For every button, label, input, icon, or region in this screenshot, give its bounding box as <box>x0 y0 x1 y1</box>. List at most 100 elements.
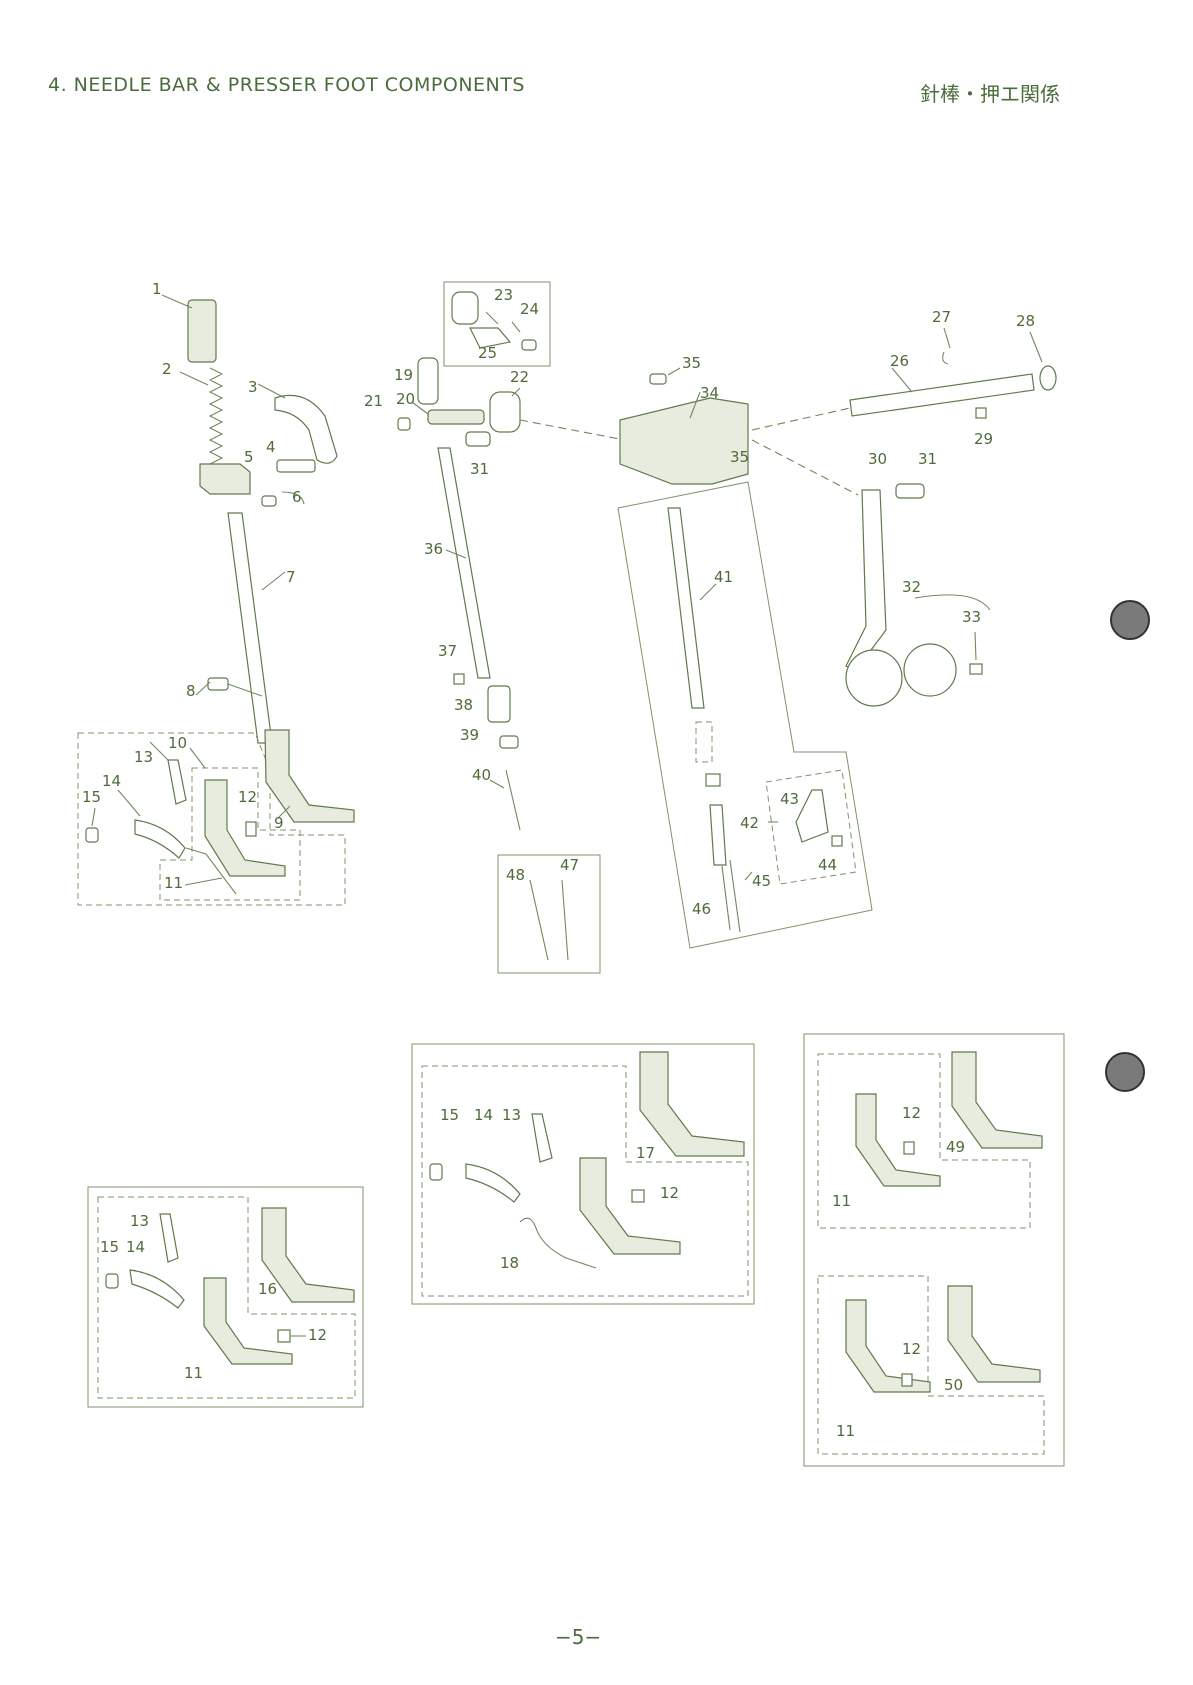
part-presser-foot-middle <box>580 1158 680 1254</box>
label-part-1: 1 <box>152 280 162 298</box>
label-part-11-br-bottom: 11 <box>836 1422 855 1440</box>
label-part-4: 4 <box>266 438 276 456</box>
part-47-needle <box>562 880 568 960</box>
label-part-6: 6 <box>292 488 302 506</box>
thread-take-up-spring <box>696 722 712 762</box>
label-part-13: 13 <box>134 748 153 766</box>
label-part-9: 9 <box>274 814 284 832</box>
page-number: −5− <box>555 1625 601 1649</box>
label-part-11-bl: 11 <box>184 1364 203 1382</box>
part-12-screw-bottom-left <box>278 1330 290 1342</box>
label-part-12-bm: 12 <box>660 1184 679 1202</box>
part-8-screw <box>208 678 228 690</box>
part-15-screw-bottom-left <box>106 1274 118 1288</box>
part-17-presser-foot <box>640 1052 744 1156</box>
part-15-screw-middle <box>430 1164 442 1180</box>
label-part-30: 30 <box>868 450 887 468</box>
part-41-bar <box>668 508 704 708</box>
part-4-pin <box>277 460 315 472</box>
label-part-5: 5 <box>244 448 254 466</box>
label-part-16: 16 <box>258 1280 277 1298</box>
part-27-clip <box>943 352 948 364</box>
part-19-sleeve <box>418 358 438 404</box>
label-part-11-br-top: 11 <box>832 1192 851 1210</box>
label-part-43: 43 <box>780 790 799 808</box>
label-part-25: 25 <box>478 344 497 362</box>
part-14-arm-middle <box>466 1164 520 1202</box>
label-part-14: 14 <box>102 772 121 790</box>
part-31-pin <box>466 432 490 446</box>
label-part-31-b: 31 <box>470 460 489 478</box>
label-part-41: 41 <box>714 568 733 586</box>
label-part-39: 39 <box>460 726 479 744</box>
label-part-13-bl: 13 <box>130 1212 149 1230</box>
part-49-presser-foot <box>952 1052 1042 1148</box>
part-1-adjust-screw <box>188 300 216 362</box>
label-part-11: 11 <box>164 874 183 892</box>
label-part-10: 10 <box>168 734 187 752</box>
part-32-eccentric-cam <box>904 644 956 696</box>
part-25-screw <box>522 340 536 350</box>
part-20-link <box>428 410 484 424</box>
label-part-35-b: 35 <box>730 448 749 466</box>
label-part-15-bm: 15 <box>440 1106 459 1124</box>
label-part-12-br-top: 12 <box>902 1104 921 1122</box>
part-31-pin-right <box>896 484 924 498</box>
part-3-lever <box>275 395 337 463</box>
label-part-8: 8 <box>186 682 196 700</box>
thread-guide-group <box>618 482 872 948</box>
label-part-50: 50 <box>944 1376 963 1394</box>
label-part-46: 46 <box>692 900 711 918</box>
label-part-48: 48 <box>506 866 525 884</box>
part-13-lever-bottom-left <box>160 1214 178 1262</box>
part-30-connecting-rod <box>846 490 886 670</box>
label-part-33: 33 <box>962 608 981 626</box>
label-part-21: 21 <box>364 392 383 410</box>
part-18-spring <box>520 1218 596 1268</box>
label-part-22: 22 <box>510 368 529 386</box>
part-14-arm <box>135 820 185 858</box>
label-part-20: 20 <box>396 390 415 408</box>
label-part-35: 35 <box>682 354 701 372</box>
label-part-18: 18 <box>500 1254 519 1272</box>
label-part-44: 44 <box>818 856 837 874</box>
label-part-7: 7 <box>286 568 296 586</box>
part-42-holder <box>710 805 726 865</box>
part-12-screw <box>246 822 256 836</box>
label-part-15-bl: 15 <box>100 1238 119 1256</box>
part-13-lever-middle <box>532 1114 552 1162</box>
part-9-presser-foot <box>265 730 354 822</box>
label-part-38: 38 <box>454 696 473 714</box>
part-38-clamp <box>488 686 510 722</box>
label-part-14-bl: 14 <box>126 1238 145 1256</box>
part-12-screw-lower-right <box>902 1374 912 1386</box>
part-37-screw <box>454 674 464 684</box>
part-48-needle <box>530 880 548 960</box>
part-32-eccentric-ring <box>846 650 902 706</box>
part-7-presser-bar <box>228 513 272 743</box>
part-44-screw <box>832 836 842 846</box>
part-22-crank <box>490 392 520 432</box>
label-part-27: 27 <box>932 308 951 326</box>
part-45-needle <box>730 860 740 932</box>
part-21-screw <box>398 418 410 430</box>
part-28-washer <box>1040 366 1056 390</box>
part-6-screw <box>262 496 276 506</box>
part-14-arm-bottom-left <box>130 1270 184 1308</box>
part-12-screw-middle <box>632 1190 644 1202</box>
presser-foot-variant-frame <box>804 1034 1064 1466</box>
label-part-13-bm: 13 <box>502 1106 521 1124</box>
label-part-28: 28 <box>1016 312 1035 330</box>
part-46-needle <box>722 866 730 930</box>
label-part-47: 47 <box>560 856 579 874</box>
part-13-lever <box>168 760 186 804</box>
part-15-screw <box>86 828 98 842</box>
part-26-shaft <box>850 374 1034 416</box>
label-part-12-bl: 12 <box>308 1326 327 1344</box>
label-part-3: 3 <box>248 378 258 396</box>
label-part-26: 26 <box>890 352 909 370</box>
part-11-foot-upper-right <box>856 1094 940 1186</box>
presser-foot-variant-box-17 <box>412 1044 754 1304</box>
label-part-31: 31 <box>918 450 937 468</box>
